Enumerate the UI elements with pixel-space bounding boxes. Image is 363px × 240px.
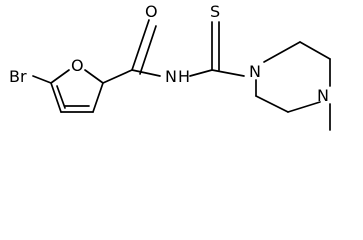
bond-c5-br [32,75,52,84]
bond-c2-c3 [299,41,331,60]
bond-carbonyl-n [131,69,161,77]
furan-ring [50,69,104,113]
bond-carbonyl-o-double [139,25,157,75]
bond-c2-o1 [84,69,104,84]
bond-c5-c4 [50,82,62,113]
bond-n-thiocarbonyl [189,69,213,77]
bond-thiocarbonyl-n1 [211,69,245,77]
chemical-structure-diagram: Br O O N H S N N [9,2,331,131]
amide-nitrogen-n-label: N [165,67,177,86]
amide-nitrogen-h-label: H [178,67,190,86]
bromine-label: Br [9,67,27,86]
carbonyl-oxygen-label: O [145,2,158,21]
bond-c5-c4-double [56,85,66,109]
bond-c3-c2 [92,82,104,113]
bond-o1-c5 [50,69,70,84]
thione-sulfur-label: S [210,2,220,21]
bond-c5-c6 [255,95,289,113]
bond-carbonyl-o [131,19,150,71]
bond-n1-c2 [263,41,301,63]
structure-canvas: Br O O N H S N N [9,2,331,131]
bond-n4-c5 [287,101,321,113]
piperazine-nitrogen-4-label: N [317,86,329,105]
piperazine-nitrogen-1-label: N [249,62,261,81]
furan-oxygen-label: O [71,56,84,75]
piperazine-ring [255,41,331,113]
bond-c2-carbonyl [102,69,133,84]
